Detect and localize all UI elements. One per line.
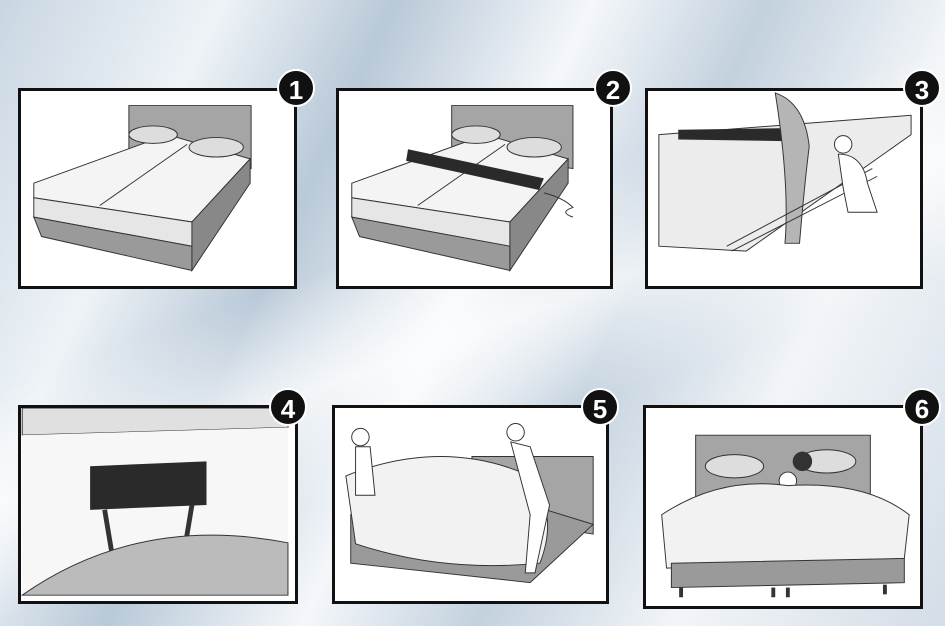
step-number-badge: 6: [903, 388, 941, 426]
step-2-panel: [336, 88, 613, 289]
couple-in-bed-illustration: [661, 434, 910, 598]
spread-sheet-illustration: [345, 423, 595, 584]
bed-illustration: [33, 105, 252, 273]
step-number-badge: 1: [277, 69, 315, 107]
step-5-panel: [332, 405, 609, 604]
step-number-badge: 2: [594, 69, 632, 107]
bed-with-strap-illustration: [350, 105, 574, 273]
strap-closeup-illustration: [21, 408, 289, 596]
lift-mattress-illustration: [658, 92, 912, 252]
step-number-badge: 5: [581, 388, 619, 426]
step-4-panel: [18, 405, 298, 604]
step-1-panel: [18, 88, 297, 289]
step-number-badge: 4: [269, 388, 307, 426]
step-3-panel: [645, 88, 923, 289]
step-6-panel: [643, 405, 923, 609]
step-number-badge: 3: [903, 69, 941, 107]
